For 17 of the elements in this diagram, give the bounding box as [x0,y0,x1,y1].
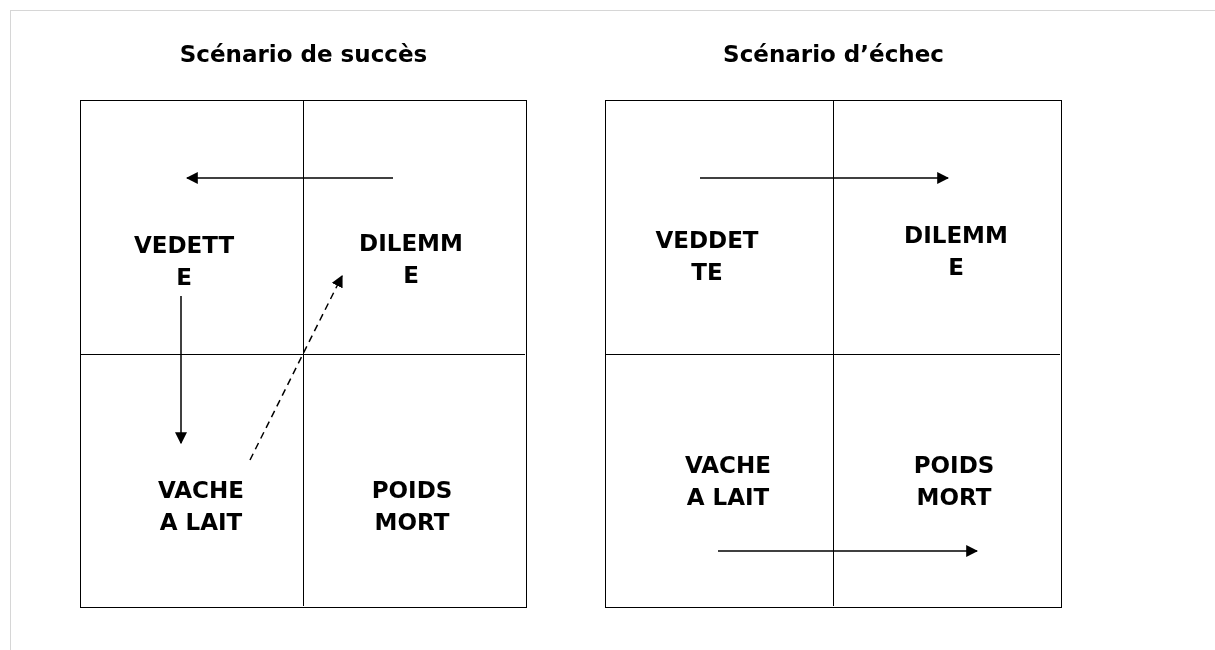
quadrant-label: POIDS MORT [370,476,454,537]
quadrant-label: POIDS MORT [912,451,996,512]
arrow [175,295,187,445]
arrow [185,172,394,184]
matrix-quadrant [81,101,304,355]
scenario-title: Scénario d’échec [723,41,944,67]
scenario-title: Scénario de succès [179,41,428,67]
arrow [717,545,979,557]
matrix-quadrant [606,101,834,355]
quadrant-label: VEDETT E [132,231,236,292]
quadrant-label: DILEMM E [903,221,1009,282]
quadrant-label: VEDDET TE [654,226,760,287]
quadrant-label: VACHE A LAIT [157,476,245,537]
quadrant-label: VACHE A LAIT [684,451,772,512]
arrow [249,274,343,461]
quadrant-label: DILEMM E [358,229,464,290]
arrow [699,172,950,184]
